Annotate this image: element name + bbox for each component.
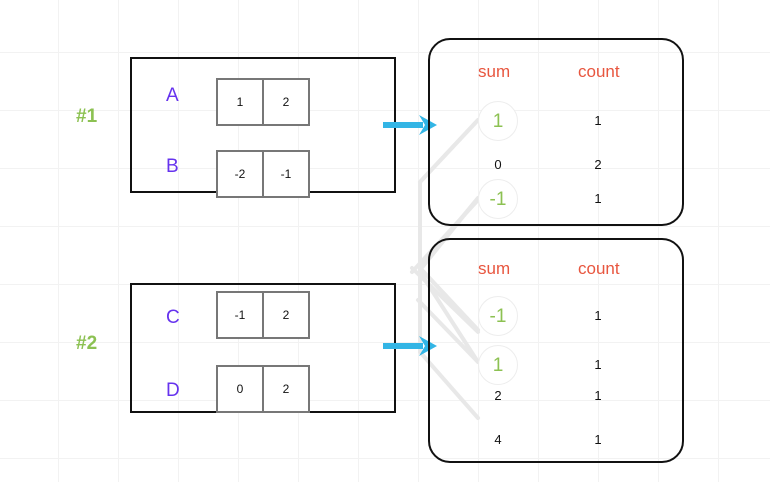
table1-row1-count: 2 [594, 157, 602, 172]
table2-row1-count: 1 [594, 357, 602, 372]
row-label-c: C [166, 307, 180, 328]
table1-row1-sum: 0 [494, 157, 502, 172]
cell-b-0: -2 [216, 150, 264, 198]
input-block-1: A 1 2 B -2 -1 [130, 57, 396, 198]
cell-b-1: -1 [262, 150, 310, 198]
cell-c-1: 2 [262, 291, 310, 339]
table2-header-count: count [578, 259, 620, 278]
result-table-2: sum count -1 1 1 1 2 1 4 1 [428, 238, 684, 463]
cell-pair-c: -1 2 [216, 291, 310, 339]
result-table-1: sum count 1 1 0 2 -1 1 [428, 38, 684, 226]
section-tag-1: #1 [76, 106, 98, 127]
cell-a-0: 1 [216, 78, 264, 126]
cell-pair-a: 1 2 [216, 78, 310, 126]
table2-header-sum: sum [478, 259, 511, 278]
cell-d-0: 0 [216, 365, 264, 413]
cell-pair-b: -2 -1 [216, 150, 310, 198]
cell-c-0: -1 [216, 291, 264, 339]
table2-row1-sum: 1 [478, 345, 518, 385]
cell-pair-d: 0 2 [216, 365, 310, 413]
input-block-2: C -1 2 D 0 2 [130, 283, 396, 413]
table1-row0-sum: 1 [478, 101, 518, 141]
cell-a-1: 2 [262, 78, 310, 126]
table2-row0-sum: -1 [478, 296, 518, 336]
table1-row2-count: 1 [594, 191, 602, 206]
table2-row0-count: 1 [594, 308, 602, 323]
table1-header-sum: sum [478, 62, 511, 81]
table2-row2-count: 1 [594, 388, 602, 403]
row-label-b: B [166, 156, 179, 177]
row-label-a: A [166, 85, 179, 106]
section-tag-2: #2 [76, 333, 98, 354]
table1-row2-sum: -1 [478, 179, 518, 219]
table2-row2-sum: 2 [494, 388, 502, 403]
row-label-d: D [166, 380, 180, 401]
table2-row3-count: 1 [594, 432, 602, 447]
table1-header-count: count [578, 62, 620, 81]
cell-d-1: 2 [262, 365, 310, 413]
table2-row3-sum: 4 [494, 432, 502, 447]
table1-row0-count: 1 [594, 113, 602, 128]
